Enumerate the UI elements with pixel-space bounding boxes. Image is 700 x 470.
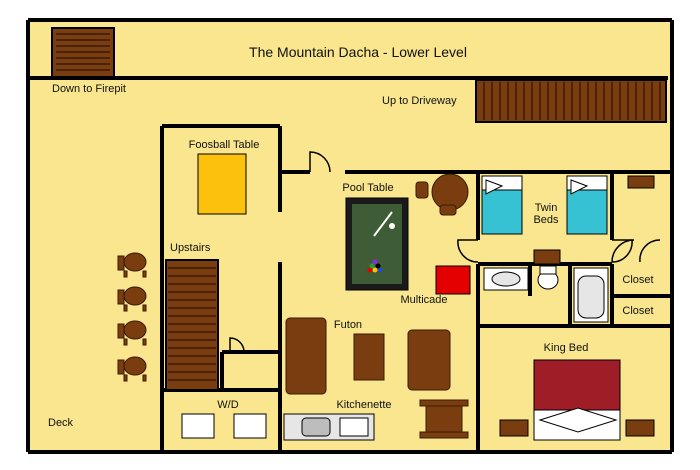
- interior-walls: [160, 124, 672, 452]
- deck-chair: [117, 320, 147, 346]
- stairs-upstairs: [165, 259, 219, 391]
- label-up-to-driveway: Up to Driveway: [382, 95, 457, 107]
- futon-area: [285, 317, 451, 395]
- twin-beds: [481, 175, 655, 265]
- label-pool-table: Pool Table: [342, 182, 393, 194]
- outer-walls: [26, 18, 674, 454]
- pool-balls: [367, 259, 383, 273]
- label-deck: Deck: [48, 417, 74, 429]
- label-closet-upper: Closet: [622, 274, 653, 286]
- deck-chair: [117, 286, 147, 312]
- deck-chairs: [117, 252, 147, 382]
- multicade-cabinet: [435, 265, 471, 295]
- round-table: [415, 173, 469, 216]
- label-foosball-table: Foosball Table: [189, 139, 260, 151]
- king-bed: [499, 359, 655, 441]
- label-twin-beds-line2: Beds: [533, 214, 559, 226]
- label-kitchenette: Kitchenette: [336, 399, 391, 411]
- deck-chair: [117, 356, 147, 382]
- kitchenette-counter: [283, 413, 375, 441]
- label-upstairs: Upstairs: [170, 242, 211, 254]
- washer-dryer: [181, 413, 267, 439]
- label-down-to-firepit: Down to Firepit: [52, 83, 126, 95]
- label-futon: Futon: [334, 319, 362, 331]
- doors: [229, 151, 661, 353]
- foosball-table: [197, 153, 247, 215]
- label-twin-beds-line1: Twin: [535, 202, 558, 214]
- deck-chair: [117, 252, 147, 278]
- bathroom-fixtures: [483, 265, 609, 323]
- pool-table: [345, 197, 409, 291]
- plan-title: The Mountain Dacha - Lower Level: [249, 44, 467, 60]
- stairs-down-to-firepit: [51, 27, 115, 79]
- label-king-bed: King Bed: [544, 342, 589, 354]
- stairs-up-to-driveway: [475, 79, 667, 123]
- label-closet-lower: Closet: [622, 305, 653, 317]
- label-multicade: Multicade: [400, 294, 447, 306]
- label-wd: W/D: [217, 399, 238, 411]
- kitchen-table: [419, 399, 469, 439]
